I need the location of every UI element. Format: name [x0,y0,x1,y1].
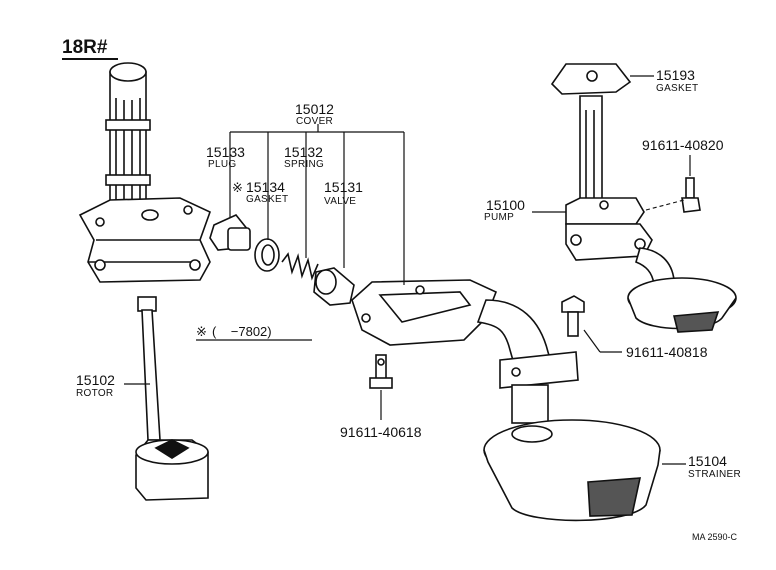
bolt-lower-number: 91611-40618 [340,424,422,440]
pump-number: 15100 [486,197,525,213]
bolt-lower-drawing [369,354,393,389]
rotor-name: ROTOR [76,388,113,399]
spring-name: SPRING [284,159,324,170]
callout-plug: 15133 PLUG [206,144,245,170]
pump-housing-drawing [78,62,211,283]
gasket-top-name: GASKET [656,83,698,94]
callout-bolt-mid: 91611-40818 [626,344,708,360]
callout-spring: 15132 SPRING [284,144,324,170]
callout-bolt-upper: 91611-40820 [642,137,724,153]
strainer-number: 15104 [688,453,727,469]
pump-assembly-drawing [550,63,737,333]
gasket-small-drawing [254,238,280,272]
gasket-small-number: 15134 [246,179,285,195]
pump-name: PUMP [484,212,514,223]
callout-rotor: 15102 ROTOR [76,372,115,399]
bolt-upper-drawing [681,177,701,213]
plug-drawing [209,214,251,251]
plug-number: 15133 [206,144,245,160]
rotor-drawing [135,296,209,501]
valve-name: VALVE [324,196,356,207]
strainer-drawing [483,419,661,522]
bolt-mid-number: 91611-40818 [626,344,708,360]
rotor-number: 15102 [76,372,115,388]
callout-gasket-small: ※ 15134 GASKET [232,179,288,205]
cover-name: COVER [296,116,333,127]
callout-cover: 15012 COVER [295,101,334,127]
gasket-small-name: GASKET [246,194,288,205]
valve-number: 15131 [324,179,363,195]
strainer-name: STRAINER [688,469,741,480]
callout-gasket-top: 15193 GASKET [656,67,698,94]
leader-lines [124,75,691,465]
plug-name: PLUG [208,159,236,170]
bolt-upper-number: 91611-40820 [642,137,724,153]
note-text: ( −7802) [212,324,272,339]
valve-drawing [313,267,355,306]
cover-drawing [351,279,579,424]
callout-strainer: 15104 STRAINER [688,453,741,480]
gasket-top-number: 15193 [656,67,695,83]
cover-number: 15012 [295,101,334,117]
bolt-mid-drawing [561,295,585,337]
footer-code: MA 2590-C [692,532,738,542]
gasket-small-marker: ※ [232,180,243,195]
callout-pump: 15100 PUMP [484,197,525,223]
callout-bolt-lower: 91611-40618 [340,424,422,440]
spring-number: 15132 [284,144,323,160]
callout-valve: 15131 VALVE [324,179,363,207]
note-symbol: ※ [196,324,207,339]
applicability-note: ※ ( −7802) [196,324,272,339]
spring-drawing [281,252,319,281]
model-label: 18R# [62,37,108,58]
